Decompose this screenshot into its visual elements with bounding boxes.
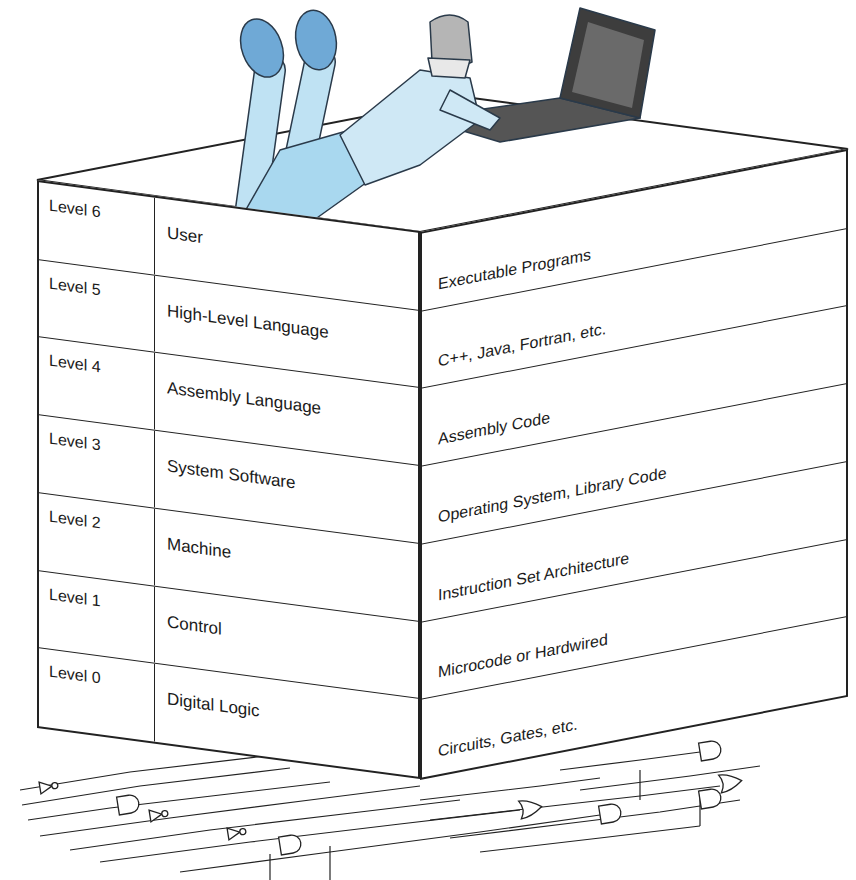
level-number: Level 2 [39, 493, 155, 585]
level-description-band: C++, Java, Fortran, etc. [422, 229, 846, 389]
user-figure [233, 7, 655, 230]
level-description-band: Circuits, Gates, etc. [422, 617, 846, 777]
level-description-band: Operating System, Library Code [422, 384, 846, 544]
level-number: Level 0 [39, 648, 155, 741]
level-number: Level 3 [39, 415, 155, 507]
level-name: Machine [155, 509, 418, 621]
level-name: Digital Logic [155, 664, 418, 777]
left-face: Level 6UserLevel 5High-Level LanguageLev… [37, 180, 420, 779]
level-number: Level 5 [39, 260, 155, 352]
right-face: Executable ProgramsC++, Java, Fortran, e… [420, 149, 848, 780]
level-description-band: Assembly Code [422, 307, 846, 467]
level-name: System Software [155, 431, 418, 543]
level-name: Control [155, 586, 418, 698]
level-number: Level 4 [39, 338, 155, 430]
level-number: Level 1 [39, 571, 155, 663]
level-number: Level 6 [39, 182, 155, 274]
level-description-band: Microcode or Hardwired [422, 540, 846, 700]
level-name: Assembly Language [155, 353, 418, 465]
level-band: Level 0Digital Logic [39, 648, 418, 776]
level-name: High-Level Language [155, 275, 418, 387]
